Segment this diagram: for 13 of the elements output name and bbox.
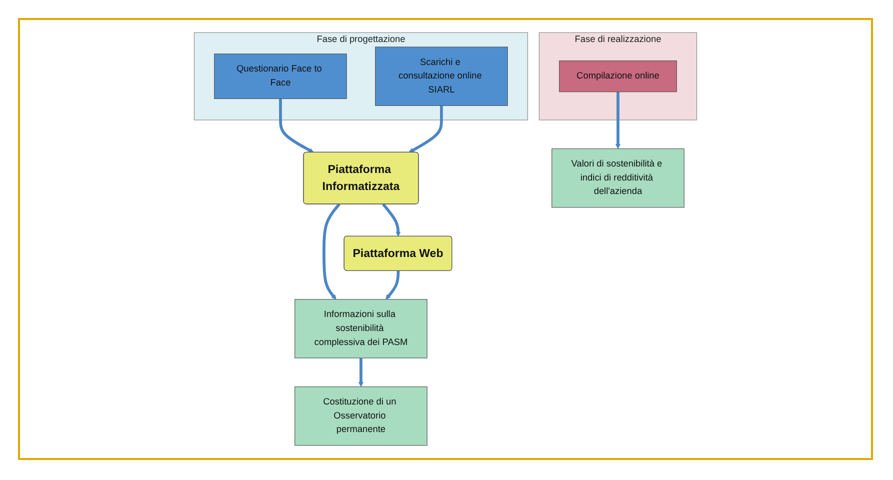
node-box: Compilazione online	[559, 60, 677, 92]
node-box: Informazioni sulla sostenibilità complessiva dei PASM	[294, 299, 428, 358]
arrow	[358, 358, 364, 387]
node-box: Scarichi e consultazione online SIARL	[375, 46, 508, 106]
arrow	[386, 270, 400, 300]
arrow	[615, 92, 620, 149]
arrow	[382, 203, 401, 237]
arrow	[279, 98, 314, 153]
node-box: Costituzione di un Osservatorio permanente	[294, 386, 428, 446]
node-box: Valori di sostenibilità e indici di redditività dell'azienda	[552, 148, 684, 208]
arrow	[322, 203, 340, 300]
node-box: Questionario Face to Face	[214, 54, 347, 99]
arrow	[408, 106, 443, 153]
